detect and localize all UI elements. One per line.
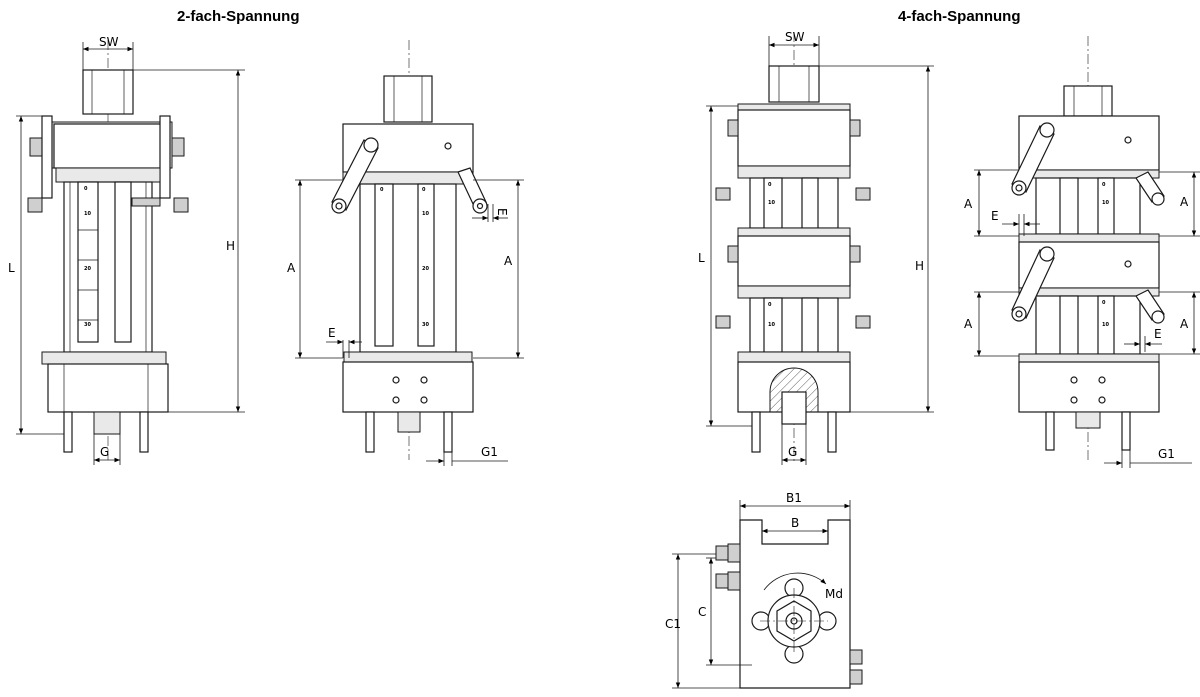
- view-4fach-front: 0 10 0 10 SW: [698, 30, 934, 465]
- dim-a-right-v4: A A: [1159, 171, 1200, 355]
- stage-upper-v4: 0 10: [1011, 115, 1165, 235]
- dim-b: B: [761, 516, 829, 544]
- dim-sw-label-v1: SW: [99, 35, 119, 49]
- dim-a-label-v2a: A: [287, 261, 296, 275]
- dim-a-label-v2b: A: [504, 254, 513, 268]
- dim-l-v1: L: [8, 115, 64, 435]
- dim-h-v1: H: [133, 69, 245, 413]
- dim-b1: B1: [739, 491, 851, 520]
- dim-a-label-v4c: A: [1180, 195, 1189, 209]
- dim-e-label-v4b: E: [1154, 327, 1162, 341]
- dim-l-label-v3: L: [698, 251, 705, 265]
- scale-zero-v2a: 0: [380, 187, 384, 193]
- clamp-lever-left-v2: [331, 137, 379, 214]
- clamp-lever-right-v2: [457, 167, 488, 214]
- scale-zero-v3a: 0: [768, 182, 772, 188]
- scale-ten-v3a: 10: [768, 200, 775, 206]
- dim-sw-v3: SW: [768, 30, 820, 66]
- dim-a-left-upper-v4: A: [964, 169, 1019, 237]
- dim-g-v3: G: [781, 424, 807, 465]
- view-2fach-front: 0 10 20 30 SW H L: [8, 35, 245, 465]
- scale-zero-v2b: 0: [422, 187, 426, 193]
- stage-upper-v3: 0 10: [715, 103, 871, 229]
- scale-twenty-v1: 20: [84, 266, 91, 272]
- scale-zero-v3b: 0: [768, 302, 772, 308]
- dim-g-label-v3: G: [788, 445, 797, 459]
- dim-h-label-v3: H: [915, 259, 924, 273]
- stage-lower-v3: 0 10: [715, 227, 871, 353]
- dim-a-left-lower-v4: A: [964, 291, 1019, 357]
- dim-b1-label: B1: [786, 491, 802, 505]
- view-top: Md B1 B C1 C: [665, 491, 863, 689]
- dim-e-right-v2: E: [472, 204, 509, 222]
- scale-zero-v4b: 0: [1102, 300, 1106, 306]
- scale-ten-v1: 10: [84, 211, 91, 217]
- dim-a-right-v2: A: [473, 179, 524, 359]
- dim-l-v3: L: [698, 105, 752, 427]
- stage-lower-v4: 0 10: [1011, 233, 1165, 355]
- scale-twenty-v2: 20: [422, 266, 429, 272]
- dim-e-v4: E E: [991, 209, 1162, 352]
- scale-ten-v2: 10: [422, 211, 429, 217]
- view-2fach-side: 0 0 10 20 30 A A E: [287, 40, 524, 466]
- dim-c1-label: C1: [665, 617, 681, 631]
- dim-g1-v4: G1: [1104, 447, 1192, 468]
- dim-a-left-v2: A: [287, 179, 343, 359]
- dim-c: C: [698, 557, 752, 666]
- dim-b-label: B: [791, 516, 799, 530]
- dim-h-label-v1: H: [226, 239, 235, 253]
- dim-h-v3: H: [819, 65, 934, 413]
- dim-g1-label-v2: G1: [481, 445, 498, 459]
- dim-g-v1: G: [93, 434, 121, 465]
- dim-e-label-v2: E: [328, 326, 336, 340]
- view-4fach-side: 0 10 0 10: [964, 36, 1200, 468]
- dim-e-label-v4a: E: [991, 209, 999, 223]
- dim-a-label-v4d: A: [1180, 317, 1189, 331]
- dim-a-label-v4b: A: [964, 317, 973, 331]
- dim-e-v2: E: [326, 326, 362, 358]
- dim-e-label-v2b: E: [495, 208, 509, 216]
- dim-a-label-v4a: A: [964, 197, 973, 211]
- dim-md-label: Md: [825, 587, 843, 601]
- dim-sw-label-v3: SW: [785, 30, 805, 44]
- scale-thirty-v1: 30: [84, 322, 91, 328]
- scale-ten-v3b: 10: [768, 322, 775, 328]
- scale-zero-v4a: 0: [1102, 182, 1106, 188]
- dim-l-label-v1: L: [8, 261, 15, 275]
- scale-thirty-v2: 30: [422, 322, 429, 328]
- dim-g1-v2: G1: [426, 445, 508, 466]
- title-2-fach: 2-fach-Spannung: [177, 8, 300, 25]
- scale-zero-v1: 0: [84, 186, 88, 192]
- dim-g1-label-v4: G1: [1158, 447, 1175, 461]
- title-4-fach: 4-fach-Spannung: [898, 8, 1021, 25]
- dim-sw-v1: SW: [82, 35, 134, 70]
- dim-c1: C1: [665, 553, 740, 689]
- dim-g-label-v1: G: [100, 445, 109, 459]
- scale-ten-v4a: 10: [1102, 200, 1109, 206]
- dim-c-label: C: [698, 605, 706, 619]
- scale-ten-v4b: 10: [1102, 322, 1109, 328]
